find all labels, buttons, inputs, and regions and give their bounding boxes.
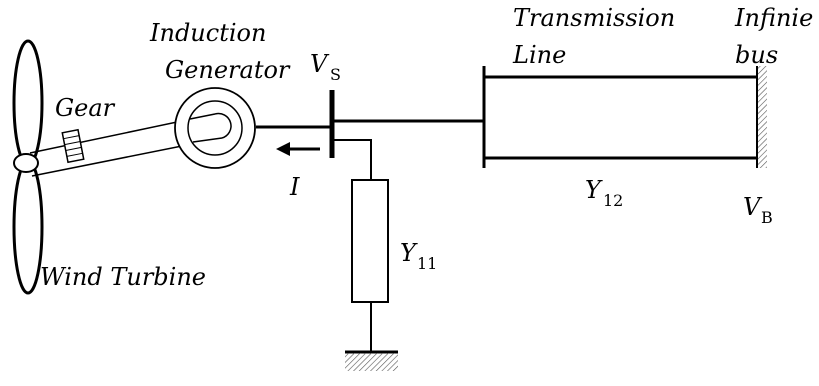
- svg-text:Y: Y: [400, 239, 418, 267]
- admittance-y12-label: Y 12: [585, 176, 623, 210]
- infinite-bus: [756, 66, 767, 168]
- turbine-blade-lower: [12, 159, 44, 295]
- shunt-branch: [334, 139, 398, 371]
- transmission-line-label-1: Transmission: [513, 4, 675, 32]
- svg-text:B: B: [761, 208, 773, 227]
- ground-symbol: [345, 353, 398, 371]
- gear-box: [61, 128, 85, 164]
- turbine-hub: [13, 153, 39, 173]
- shunt-admittance-y11: [351, 179, 389, 303]
- infinite-bus-label-1: Infinie: [734, 4, 813, 32]
- admittance-y11-label: Y 11: [400, 239, 437, 273]
- voltage-vs-label: V S: [310, 50, 341, 84]
- infinite-bus-label-2: bus: [735, 41, 778, 69]
- induction-generator: [174, 87, 256, 169]
- svg-text:V: V: [743, 193, 763, 221]
- wind-turbine-label: Wind Turbine: [40, 263, 206, 291]
- svg-text:12: 12: [603, 191, 623, 210]
- gear-label: Gear: [55, 94, 116, 122]
- svg-text:S: S: [330, 65, 341, 84]
- induction-generator-label-1: Induction: [149, 19, 266, 47]
- turbine-blade-upper: [12, 39, 44, 167]
- current-label: I: [289, 173, 300, 201]
- transmission-line: [482, 66, 756, 168]
- transmission-line-label-2: Line: [512, 41, 566, 69]
- induction-generator-label-2: Generator: [165, 56, 291, 84]
- voltage-vb-label: V B: [743, 193, 773, 227]
- svg-text:Y: Y: [585, 176, 603, 204]
- wind-turbine: [12, 39, 44, 295]
- svg-text:V: V: [310, 50, 330, 78]
- svg-text:11: 11: [417, 254, 437, 273]
- current-arrow: [276, 142, 320, 156]
